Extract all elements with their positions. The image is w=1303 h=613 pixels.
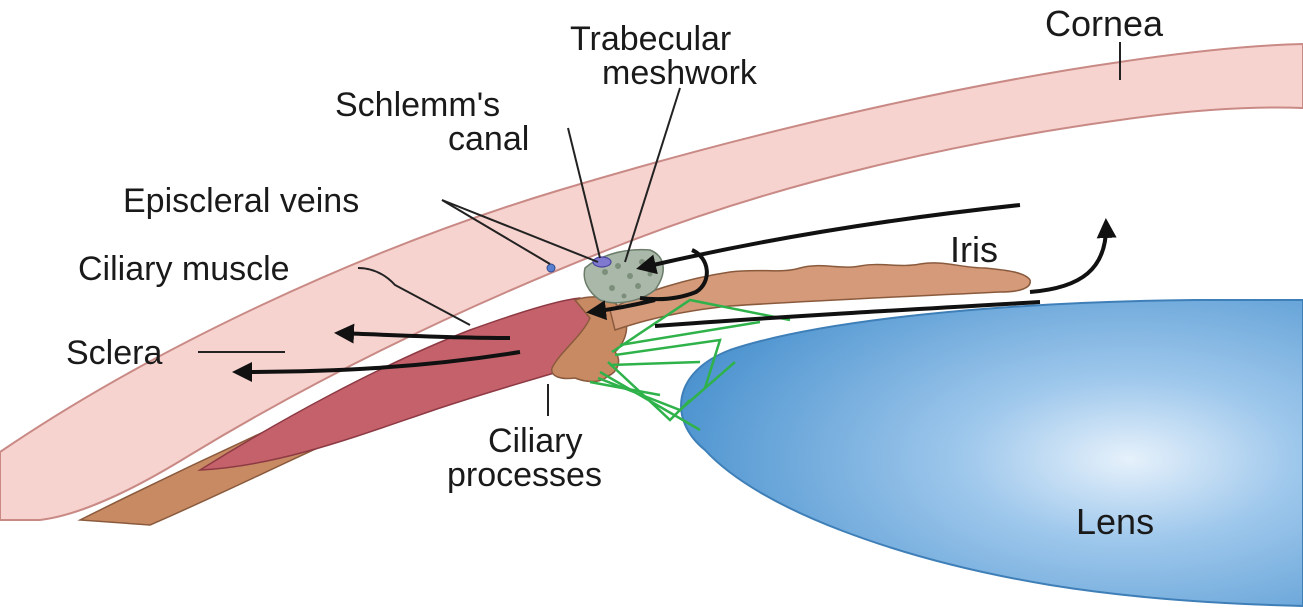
label-ciliary-processes-line1: Ciliary <box>488 422 582 460</box>
flow-arrow-pupil-out <box>1030 222 1106 292</box>
label-cornea: Cornea <box>1045 3 1164 44</box>
label-lens: Lens <box>1076 501 1154 542</box>
label-trabecular-line2: meshwork <box>602 54 758 92</box>
label-sclera: Sclera <box>66 334 162 372</box>
label-trabecular-line1: Trabecular <box>570 20 731 58</box>
episcleral-vein-dot <box>547 264 555 272</box>
label-episcleral-veins: Episcleral veins <box>123 182 359 220</box>
label-schlemm-line1: Schlemm's <box>335 86 500 124</box>
lens-shape <box>681 300 1303 606</box>
label-iris: Iris <box>950 229 998 270</box>
label-ciliary-muscle: Ciliary muscle <box>78 250 290 288</box>
label-schlemm-line2: canal <box>448 120 529 158</box>
label-ciliary-processes-line2: processes <box>447 456 602 494</box>
